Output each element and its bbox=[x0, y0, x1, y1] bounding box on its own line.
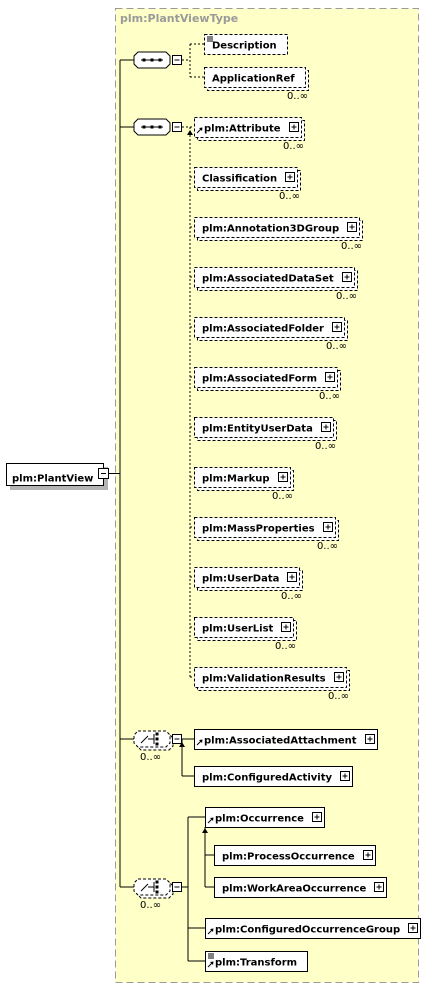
reference-arrow-icon bbox=[196, 127, 203, 134]
element-occurrence[interactable]: plm:Occurrence bbox=[205, 807, 325, 828]
element-label: plm:MassProperties bbox=[202, 524, 315, 535]
reference-arrow-icon bbox=[207, 928, 214, 935]
reference-arrow-icon bbox=[196, 739, 203, 746]
element-label: plm:ValidationResults bbox=[202, 674, 326, 685]
element-label: plm:Attribute bbox=[204, 124, 281, 135]
substitution-arrow-icon bbox=[202, 828, 208, 833]
cardinality-label: 0..∞ bbox=[319, 391, 340, 402]
cardinality-label: 0..∞ bbox=[341, 241, 362, 252]
element-label: ApplicationRef bbox=[212, 74, 295, 85]
cardinality-label: 0..∞ bbox=[281, 591, 302, 602]
element-process-occurrence[interactable]: plm:ProcessOccurrence bbox=[214, 845, 376, 866]
cardinality-label: 0..∞ bbox=[326, 341, 347, 352]
element-label: plm:WorkAreaOccurrence bbox=[222, 884, 367, 895]
connector-lines bbox=[108, 43, 214, 962]
element-description[interactable]: Description bbox=[204, 34, 288, 55]
cardinality-label: 0..∞ bbox=[140, 900, 161, 911]
element-label: plm:EntityUserData bbox=[202, 424, 313, 435]
documentation-icon bbox=[207, 36, 213, 42]
cardinality-label: 0..∞ bbox=[317, 541, 338, 552]
cardinality-label: 0..∞ bbox=[140, 752, 161, 763]
cardinality-label: 0..∞ bbox=[275, 641, 296, 652]
element-label: Description bbox=[212, 41, 277, 52]
cardinality-label: 0..∞ bbox=[328, 691, 349, 702]
cardinality-label: 0..∞ bbox=[315, 441, 336, 452]
element-label: plm:ConfiguredOccurrenceGroup bbox=[215, 925, 400, 936]
element-label: plm:Markup bbox=[202, 474, 270, 485]
element-work-area-occurrence[interactable]: plm:WorkAreaOccurrence bbox=[214, 877, 387, 898]
element-label: plm:Transform bbox=[215, 958, 297, 969]
element-label: plm:ConfiguredActivity bbox=[202, 773, 332, 784]
cardinality-label: 0..∞ bbox=[336, 291, 357, 302]
root-element[interactable]: plm:PlantView bbox=[6, 463, 109, 491]
type-title: plm:PlantViewType bbox=[120, 12, 238, 25]
reference-arrow-icon bbox=[207, 817, 214, 824]
cardinality-label: 0..∞ bbox=[279, 191, 300, 202]
plant-view-type-frame bbox=[115, 8, 419, 983]
element-configured-activity[interactable]: plm:ConfiguredActivity bbox=[194, 766, 353, 787]
sequence-compositor-2[interactable] bbox=[133, 118, 182, 136]
choice-compositor-1[interactable]: 0..∞ bbox=[133, 730, 182, 763]
cardinality-label: 0..∞ bbox=[283, 141, 304, 152]
element-label: plm:UserData bbox=[202, 574, 279, 585]
element-label: plm:AssociatedForm bbox=[202, 374, 317, 385]
element-application-ref[interactable]: ApplicationRef 0..∞ bbox=[204, 67, 309, 103]
element-label: Classification bbox=[202, 174, 277, 185]
element-label: plm:AssociatedDataSet bbox=[202, 274, 334, 285]
choice-compositor-2[interactable]: 0..∞ bbox=[133, 878, 182, 911]
element-configured-occurrence-group[interactable]: plm:ConfiguredOccurrenceGroup bbox=[205, 918, 421, 939]
root-collapse-icon[interactable] bbox=[98, 468, 109, 479]
element-label: plm:AssociatedFolder bbox=[202, 324, 324, 335]
element-label: plm:Annotation3DGroup bbox=[202, 224, 339, 235]
root-element-label: plm:PlantView bbox=[12, 474, 93, 485]
cardinality-label: 0..∞ bbox=[287, 91, 308, 102]
element-label: plm:UserList bbox=[202, 624, 274, 635]
substitution-arrow-icon bbox=[179, 742, 185, 747]
element-label: plm:Occurrence bbox=[215, 814, 304, 825]
reference-arrow-icon bbox=[207, 961, 214, 968]
sequence-compositor-1[interactable] bbox=[133, 51, 182, 69]
element-associated-attachment[interactable]: plm:AssociatedAttachment bbox=[194, 729, 378, 750]
element-transform[interactable]: plm:Transform bbox=[205, 951, 308, 972]
element-label: plm:AssociatedAttachment bbox=[204, 736, 357, 747]
cardinality-label: 0..∞ bbox=[272, 491, 293, 502]
documentation-icon bbox=[208, 953, 214, 959]
substitution-arrow-icon bbox=[187, 130, 193, 135]
element-label: plm:ProcessOccurrence bbox=[222, 852, 355, 863]
